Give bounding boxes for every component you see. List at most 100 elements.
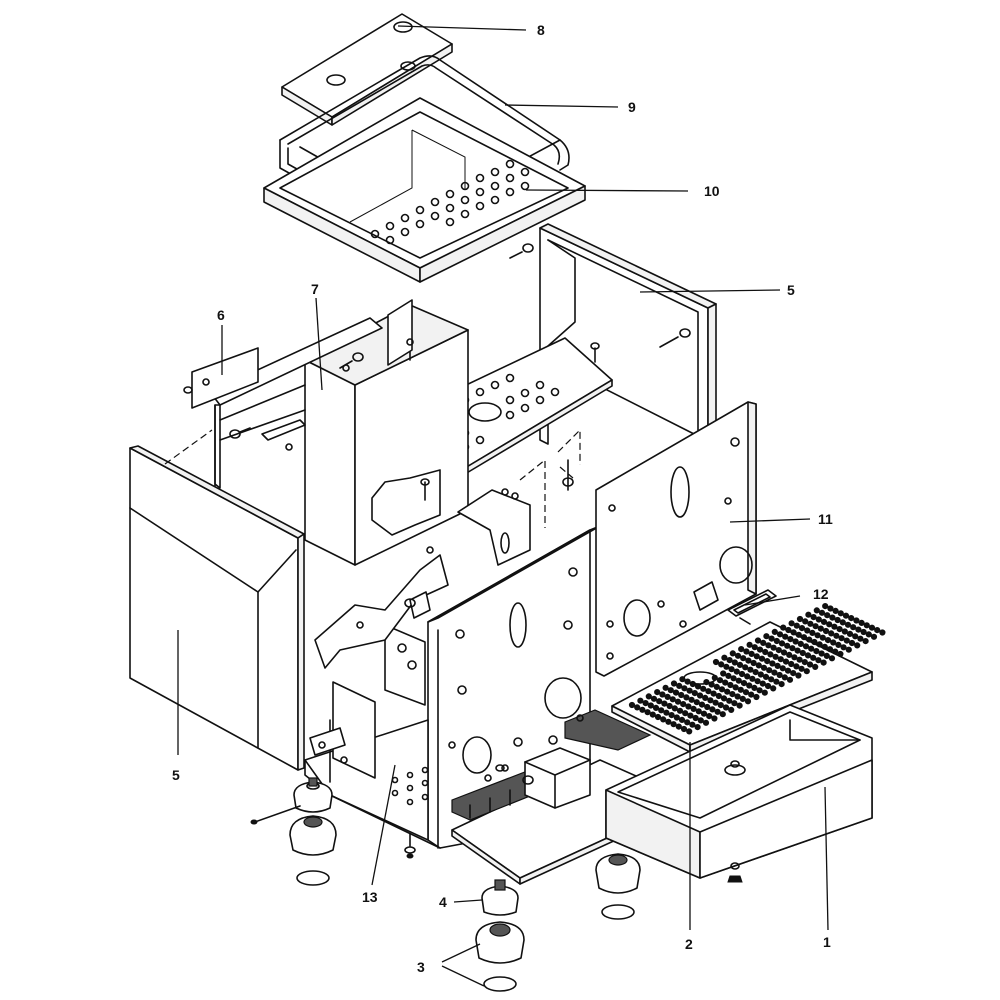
grille-hole <box>668 712 675 719</box>
grille-hole <box>809 629 816 637</box>
grille-hole <box>808 645 815 652</box>
grille-hole <box>704 703 711 711</box>
grille-hole <box>822 603 829 610</box>
grille-hole <box>694 683 702 690</box>
grille-hole <box>798 625 806 632</box>
grille-hole <box>739 695 746 703</box>
grille-hole <box>837 610 844 617</box>
grille-hole <box>813 607 820 614</box>
grille-hole <box>683 694 690 701</box>
grille-hole <box>845 646 852 653</box>
grille-hole <box>842 612 850 619</box>
grille-hole <box>760 639 767 647</box>
grille-hole <box>753 653 760 660</box>
grille-hole <box>812 623 819 630</box>
grille-hole <box>776 671 783 679</box>
grille-hole <box>748 691 755 698</box>
grille-hole <box>781 674 788 681</box>
grille-hole <box>682 710 689 717</box>
grille-hole <box>680 725 688 733</box>
grille-hole <box>702 694 709 702</box>
grille-hole <box>734 652 742 659</box>
grille-hole <box>868 624 876 631</box>
grille-hole <box>700 685 707 692</box>
grille-hole <box>832 607 839 615</box>
grille-hole <box>814 632 821 639</box>
grille-hole <box>784 667 792 674</box>
grille-hole <box>788 660 795 668</box>
grille-hole <box>832 648 839 655</box>
grille-hole <box>792 638 799 645</box>
grille-hole <box>790 670 797 677</box>
grille-hole <box>793 663 800 670</box>
grille-hole <box>810 614 817 621</box>
grille-hole <box>660 716 667 723</box>
grille-hole <box>817 625 824 632</box>
grille-hole <box>778 681 785 688</box>
grille-hole <box>786 651 793 659</box>
grille-hole <box>852 633 859 640</box>
grille-hole <box>726 657 733 664</box>
grille-hole <box>846 630 854 638</box>
callout-8: 8 <box>537 22 545 38</box>
grille-hole <box>712 699 719 706</box>
grille-hole <box>665 718 672 725</box>
grille-hole <box>670 680 678 687</box>
grille-hole <box>782 658 790 665</box>
grille-hole <box>806 661 814 668</box>
callout-5-left: 5 <box>172 767 180 783</box>
inner-brackets <box>371 459 574 566</box>
grille-hole <box>824 612 831 619</box>
grille-hole <box>794 647 801 654</box>
grille-hole <box>840 644 847 651</box>
grille-hole <box>728 706 735 714</box>
grille-hole <box>801 659 808 666</box>
grille-hole <box>689 680 696 688</box>
grille-hole <box>710 690 717 697</box>
grille-hole <box>747 666 754 673</box>
callout-9: 9 <box>628 99 636 115</box>
grille-hole <box>769 660 776 667</box>
grille-hole <box>729 691 736 698</box>
grille-hole <box>823 652 830 660</box>
grille-hole <box>676 707 684 714</box>
grille-hole <box>758 655 766 662</box>
grille-hole <box>728 666 735 673</box>
grille-hole <box>733 668 740 675</box>
grille-hole <box>821 643 828 650</box>
grille-hole <box>804 652 812 659</box>
grille-hole <box>703 679 710 686</box>
grille-hole <box>826 646 834 653</box>
grille-hole <box>831 623 838 630</box>
grille-hole <box>690 705 697 713</box>
feet-assemblies <box>250 777 641 992</box>
grille-hole <box>771 669 778 676</box>
assembly-lines <box>164 428 581 528</box>
grille-hole <box>669 696 676 703</box>
grille-hole <box>785 626 792 634</box>
grille-hole <box>793 622 800 629</box>
grille-hole <box>862 638 869 645</box>
grille-hole <box>723 663 730 670</box>
grille-hole <box>826 621 833 628</box>
grille-hole <box>829 614 836 621</box>
grille-hole <box>754 637 762 644</box>
grille-hole <box>764 658 771 665</box>
grille-hole <box>771 628 778 636</box>
grille-hole <box>774 662 781 670</box>
grille-hole <box>645 693 652 700</box>
grille-hole <box>686 728 693 735</box>
grille-hole <box>815 616 822 623</box>
grille-hole <box>722 704 730 711</box>
grille-hole <box>818 650 825 657</box>
grille-hole <box>705 688 712 695</box>
grille-hole <box>708 681 715 688</box>
grille-hole <box>687 712 694 719</box>
grille-hole <box>709 706 716 713</box>
grille-hole <box>734 693 741 700</box>
part-1-drip-tray <box>605 704 873 883</box>
grille-hole <box>778 640 786 647</box>
grille-hole <box>779 665 786 672</box>
callout-10: 10 <box>704 183 720 199</box>
grille-hole <box>736 702 743 709</box>
